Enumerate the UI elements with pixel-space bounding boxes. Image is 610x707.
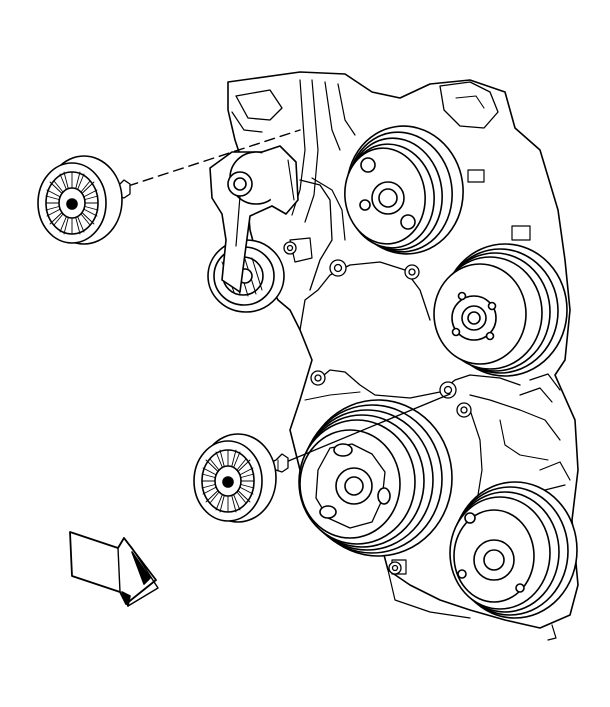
power-steering-pump-pulley (344, 125, 464, 255)
idler-pulley-upper (37, 129, 301, 245)
water-pump-pulley (433, 243, 568, 377)
ac-compressor-clutch (449, 481, 578, 619)
view-direction-arrow (69, 531, 159, 607)
belt-tensioner (207, 145, 299, 313)
cover-bolts (283, 241, 472, 575)
idler-pulley-lower (193, 393, 451, 523)
